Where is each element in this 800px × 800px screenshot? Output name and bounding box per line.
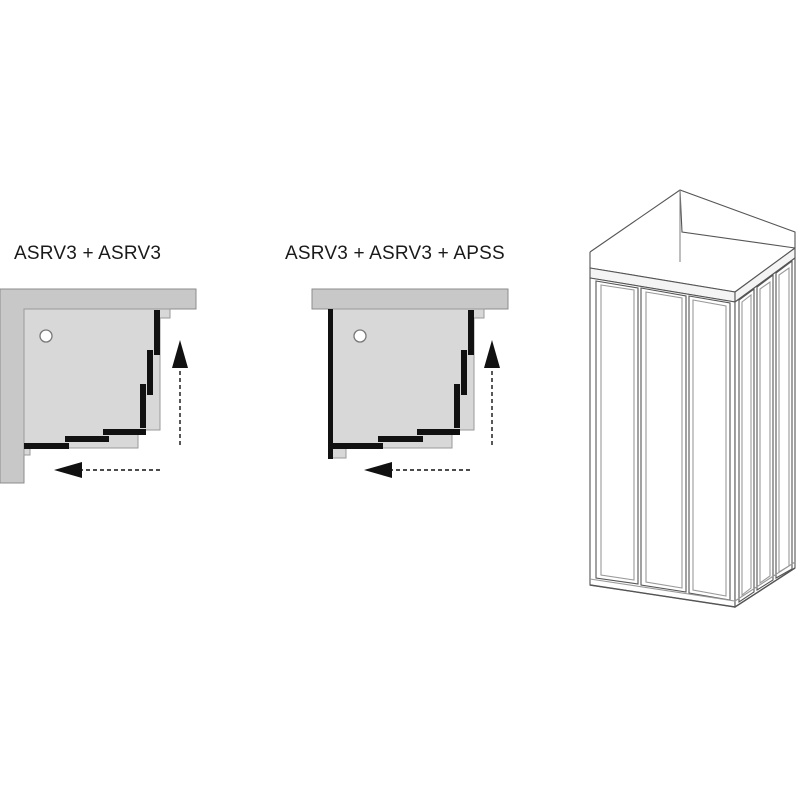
right-diagram-caption: ASRV3 + ASRV3 + APSS (285, 243, 505, 264)
left-plan-diagram (0, 288, 197, 484)
right-left-arrowhead-icon (364, 462, 392, 478)
door-panel (147, 350, 153, 395)
door-panel (378, 436, 423, 442)
left-front-side-doors (24, 429, 146, 449)
door-panel (24, 443, 69, 449)
door-panel (454, 384, 460, 428)
left-right-side-doors (140, 310, 160, 428)
side-face (734, 256, 796, 609)
front-door-panel (640, 287, 687, 593)
right-drain-icon (353, 329, 367, 343)
front-door-panel (600, 284, 635, 581)
side-door-panel (741, 293, 752, 597)
left-left-arrowhead-icon (54, 462, 82, 478)
front-face (589, 277, 736, 608)
door-panel (65, 436, 109, 442)
right-plan-diagram (311, 288, 509, 478)
right-fixed-side-panel (328, 309, 333, 459)
right-front-side-doors (333, 429, 460, 449)
bottom-rail-inner (589, 561, 796, 602)
front-door-panel (595, 280, 639, 585)
shower-enclosure-perspective (589, 189, 796, 609)
left-drain-icon (39, 329, 53, 343)
door-panel (468, 310, 474, 355)
left-diagram-caption: ASRV3 + ASRV3 (14, 243, 162, 264)
door-panel (140, 384, 146, 428)
enclosure-top-outline (589, 189, 796, 253)
right-right-side-doors (454, 310, 474, 428)
door-panel (103, 429, 146, 435)
door-panel (333, 443, 383, 449)
door-panel (417, 429, 460, 435)
bottom-rail (589, 567, 796, 608)
side-door-panel (775, 259, 793, 579)
door-panel (461, 350, 467, 395)
right-up-arrowhead-icon (484, 340, 500, 368)
front-door-panel (692, 299, 727, 597)
side-door-panel (759, 280, 771, 585)
left-up-arrowhead-icon (172, 340, 188, 368)
side-door-panel (738, 287, 755, 604)
right-shower-tray (329, 308, 485, 459)
door-panel (154, 310, 160, 355)
right-back-wall (311, 288, 509, 310)
side-door-panel (756, 273, 774, 591)
front-door-panel (645, 291, 683, 589)
